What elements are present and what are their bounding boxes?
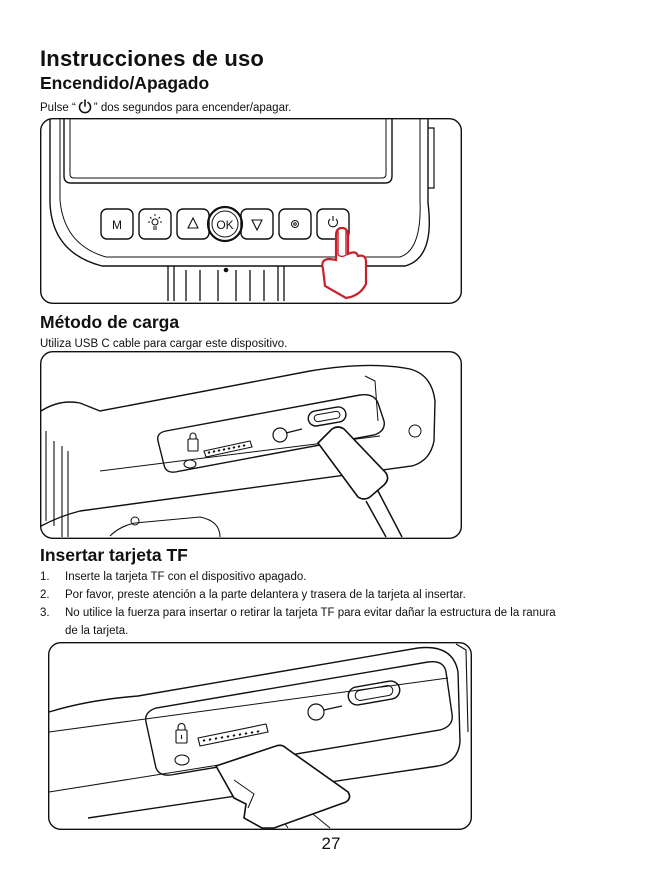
page-title: Instrucciones de uso [40,46,265,71]
usb-c-plug [316,426,389,500]
lock-icon [175,722,188,744]
m-button-label: M [112,218,122,232]
charge-text: Utiliza USB C cable para cargar este dis… [40,338,288,350]
charge-figure [40,351,462,539]
power-figure: M OK [40,118,462,304]
up-icon [187,216,199,229]
power-instruction: Pulse “ ” dos segundos para encender/apag… [40,99,291,118]
power-icon [78,99,92,118]
list-text: No utilice la fuerza para insertar o ret… [65,607,556,619]
settings-icon [291,220,299,228]
tf-heading: Insertar tarjeta TF [40,545,188,565]
brightness-icon [148,214,162,230]
power-text-before: Pulse “ [40,102,76,114]
charge-heading: Método de carga [40,312,180,332]
list-text: Inserte la tarjeta TF con el dispositivo… [65,571,307,583]
figure-frame [40,118,462,304]
ok-button-label: OK [216,218,233,232]
list-number: 2. [40,589,50,601]
list-number: 3. [40,607,50,619]
down-icon [251,219,263,232]
tf-steps: 1. Inserte la tarjeta TF con el dispositi… [40,568,640,640]
power-text-after: ” dos segundos para encender/apagar. [93,102,292,114]
power-heading: Encendido/Apagado [40,73,210,93]
list-text: de la tarjeta. [65,625,129,637]
page-number: 27 [321,834,341,853]
button-row: M OK [100,205,350,243]
list-item: 3. No utilice la fuerza para insertar o r… [40,604,640,622]
tf-figure [48,642,472,830]
list-number: 1. [40,571,50,583]
finger-hand [321,226,368,300]
tf-card [214,744,351,829]
list-item: 1. Inserte la tarjeta TF con el dispositi… [40,568,640,586]
list-item: 2. Por favor, preste atención a la parte … [40,586,640,604]
list-text: Por favor, preste atención a la parte de… [65,589,466,601]
power-button-icon [327,216,339,228]
lock-icon [187,432,199,452]
list-item-continuation: de la tarjeta. [40,622,640,640]
